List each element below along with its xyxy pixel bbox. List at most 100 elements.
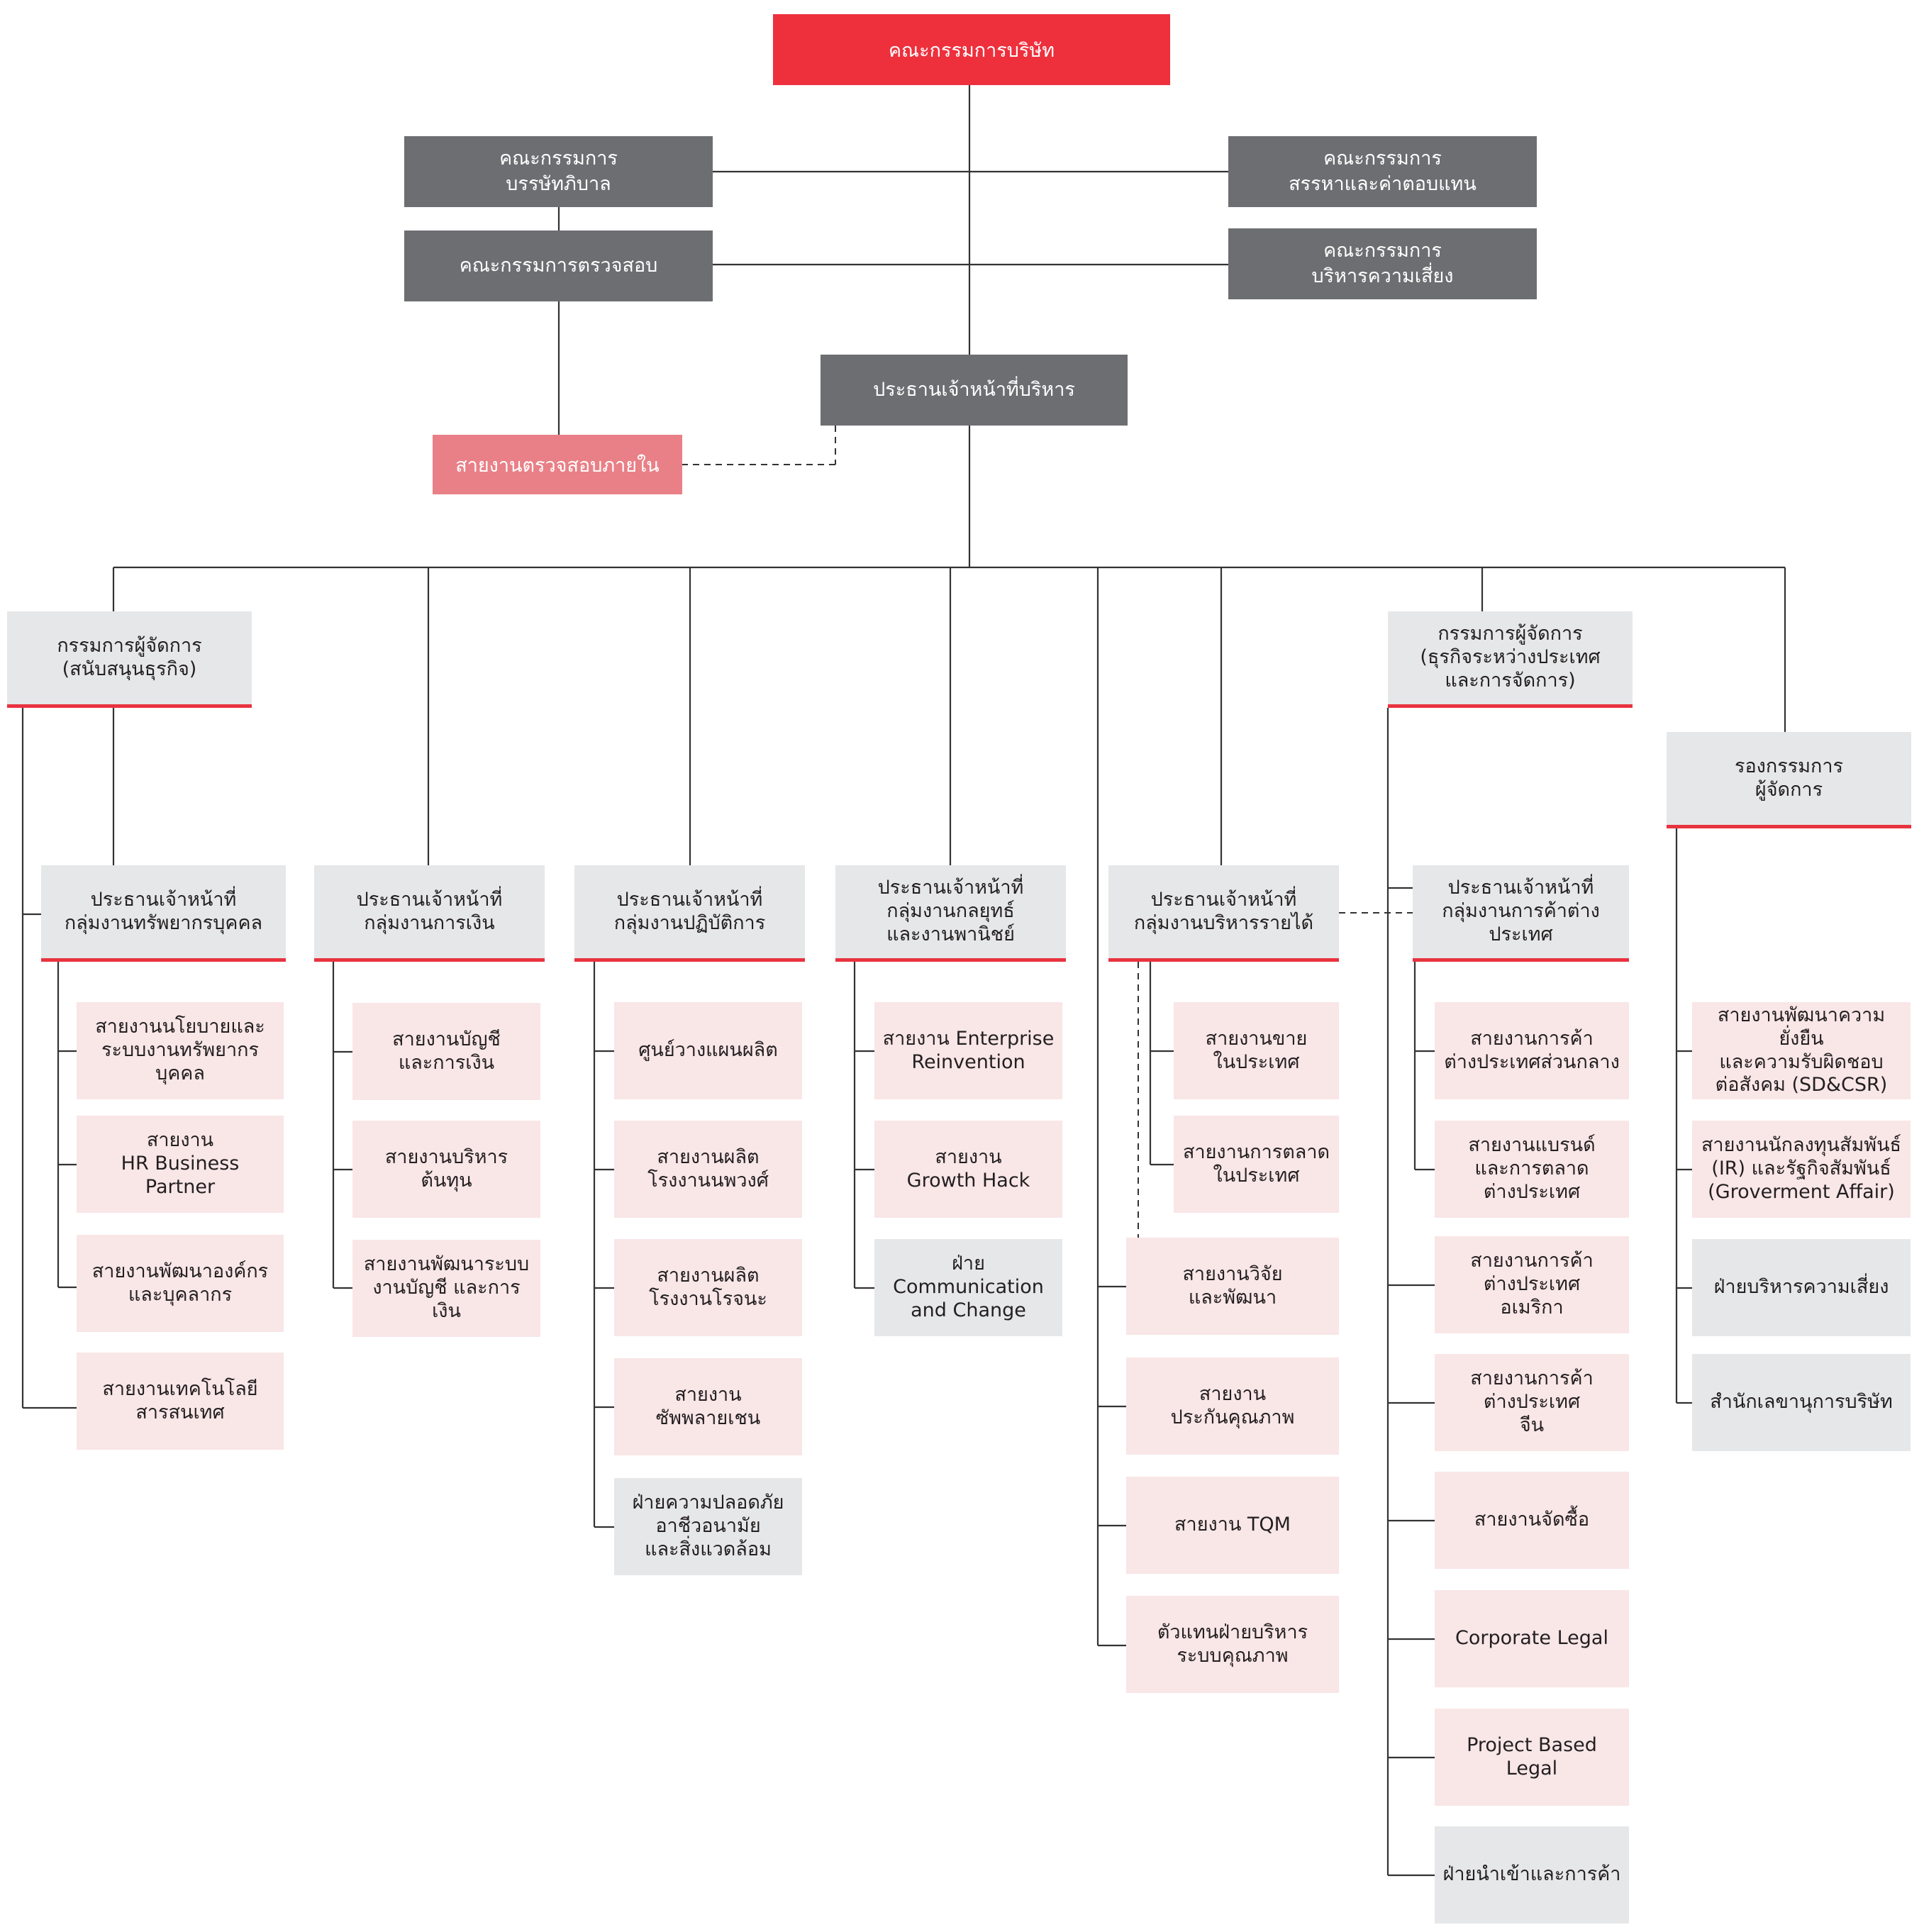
chief-strategy-label: ประธานเจ้าหน้าที่ กลุ่มงานกลยุทธ์ และงาน… — [877, 877, 1024, 945]
risk-committee-box: คณะกรรมการ บริหารความเสี่ยง — [1228, 228, 1537, 299]
chief-operations-box: ประธานเจ้าหน้าที่ กลุ่มงานปฏิบัติการ — [574, 865, 805, 962]
hr-unit: สายงานนโยบายและ ระบบงานทรัพยากรบุคคล — [77, 1002, 284, 1099]
international-unit: Corporate Legal — [1435, 1590, 1629, 1687]
ceo-label: ประธานเจ้าหน้าที่บริหาร — [873, 378, 1075, 401]
strategy-unit-label: ฝ่าย Communication and Change — [893, 1253, 1044, 1321]
audit-committee-label: คณะกรรมการตรวจสอบ — [459, 254, 658, 277]
international-unit: Project Based Legal — [1435, 1709, 1629, 1806]
international-unit-label: ฝ่ายนำเข้าและการค้า — [1442, 1863, 1621, 1886]
chief-hr-box: ประธานเจ้าหน้าที่ กลุ่มงานทรัพยากรบุคคล — [41, 865, 286, 962]
revenue-direct-unit-label: ตัวแทนฝ่ายบริหาร ระบบคุณภาพ — [1157, 1621, 1308, 1667]
risk-committee-label: คณะกรรมการ บริหารความเสี่ยง — [1311, 239, 1454, 287]
deputy-unit-label: สายงานนักลงทุนสัมพันธ์ (IR) และรัฐกิจสัม… — [1701, 1134, 1902, 1203]
international-unit-label: สายงานจัดซื้อ — [1474, 1509, 1590, 1531]
strategy-unit-label: สายงาน Growth Hack — [906, 1145, 1030, 1192]
revenue-direct-unit-label: สายงานวิจัย และพัฒนา — [1182, 1262, 1283, 1309]
md-business-support-label: กรรมการผู้จัดการ (สนับสนุนธุรกิจ) — [57, 634, 202, 680]
international-unit: สายงานการค้า ต่างประเทศ จีน — [1435, 1354, 1629, 1451]
operations-unit-label: ฝ่ายความปลอดภัย อาชีวอนามัย และสิ่งแวดล้… — [632, 1492, 784, 1560]
chief-hr-label: ประธานเจ้าหน้าที่ กลุ่มงานทรัพยากรบุคคล — [64, 888, 263, 934]
deputy-unit: ฝ่ายบริหารความเสี่ยง — [1692, 1239, 1911, 1336]
chief-strategy-box: ประธานเจ้าหน้าที่ กลุ่มงานกลยุทธ์ และงาน… — [835, 865, 1066, 962]
revenue-direct-unit: ตัวแทนฝ่ายบริหาร ระบบคุณภาพ — [1126, 1596, 1339, 1693]
revenue-direct-unit: สายงาน TQM — [1126, 1477, 1339, 1574]
operations-unit-label: สายงานผลิต โรงงานนพวงศ์ — [647, 1145, 769, 1192]
deputy-unit-label: สายงานพัฒนาความยั่งยืน และความรับผิดชอบ … — [1715, 1004, 1888, 1097]
operations-unit: ฝ่ายความปลอดภัย อาชีวอนามัย และสิ่งแวดล้… — [614, 1478, 802, 1575]
hr-unit-label: สายงานนโยบายและ ระบบงานทรัพยากรบุคคล — [95, 1016, 265, 1084]
international-unit: สายงานจัดซื้อ — [1435, 1472, 1629, 1569]
chief-revenue-box: ประธานเจ้าหน้าที่ กลุ่มงานบริหารรายได้ — [1108, 865, 1339, 962]
revenue-unit: สายงานขาย ในประเทศ — [1174, 1002, 1339, 1099]
foreign-trade-unit-label: สายงานการค้า ต่างประเทศส่วนกลาง — [1444, 1027, 1620, 1073]
hr-unit: สายงานพัฒนาองค์กร และบุคลากร — [77, 1235, 284, 1332]
strategy-unit: สายงาน Enterprise Reinvention — [874, 1002, 1062, 1099]
strategy-unit: สายงาน Growth Hack — [874, 1121, 1062, 1218]
chief-finance-label: ประธานเจ้าหน้าที่ กลุ่มงานการเงิน — [356, 888, 503, 934]
internal-audit-box: สายงานตรวจสอบภายใน — [433, 435, 682, 494]
revenue-unit-label: สายงานขาย ในประเทศ — [1205, 1027, 1308, 1073]
operations-unit-label: สายงาน ซัพพลายเชน — [655, 1383, 761, 1429]
international-unit-label: สายงานการค้า ต่างประเทศ อเมริกา — [1470, 1250, 1594, 1318]
finance-unit-label: สายงานบัญชี และการเงิน — [392, 1028, 501, 1074]
international-unit: ฝ่ายนำเข้าและการค้า — [1435, 1826, 1629, 1923]
chief-foreign-trade-label: ประธานเจ้าหน้าที่ กลุ่มงานการค้าต่างประเ… — [1442, 877, 1600, 945]
operations-unit-label: ศูนย์วางแผนผลิต — [638, 1039, 778, 1062]
operations-unit: สายงานผลิต โรงงานนพวงศ์ — [614, 1121, 802, 1218]
international-unit-label: Project Based Legal — [1467, 1733, 1597, 1780]
revenue-unit: สายงานการตลาด ในประเทศ — [1174, 1116, 1339, 1213]
operations-unit: สายงานผลิต โรงงานโรจนะ — [614, 1239, 802, 1336]
chief-revenue-label: ประธานเจ้าหน้าที่ กลุ่มงานบริหารรายได้ — [1133, 888, 1314, 934]
ceo-box: ประธานเจ้าหน้าที่บริหาร — [821, 355, 1128, 426]
internal-audit-label: สายงานตรวจสอบภายใน — [455, 454, 660, 477]
md-business-support-box: กรรมการผู้จัดการ (สนับสนุนธุรกิจ) — [7, 611, 252, 708]
chief-operations-label: ประธานเจ้าหน้าที่ กลุ่มงานปฏิบัติการ — [613, 888, 766, 934]
md-international-box: กรรมการผู้จัดการ (ธุรกิจระหว่างประเทศ แล… — [1388, 611, 1633, 708]
governance-committee-box: คณะกรรมการ บรรษัทภิบาล — [404, 136, 713, 207]
revenue-direct-unit: สายงาน ประกันคุณภาพ — [1126, 1358, 1339, 1455]
international-unit-label: Corporate Legal — [1455, 1627, 1608, 1650]
strategy-unit-label: สายงาน Enterprise Reinvention — [882, 1027, 1055, 1073]
revenue-unit-label: สายงานการตลาด ในประเทศ — [1182, 1140, 1330, 1187]
deputy-unit: สายงานพัฒนาความยั่งยืน และความรับผิดชอบ … — [1692, 1002, 1911, 1099]
finance-unit: สายงานพัฒนาระบบ งานบัญชี และการเงิน — [352, 1240, 540, 1337]
hr-unit-label: สายงาน HR Business Partner — [121, 1129, 240, 1198]
deputy-md-label: รองกรรมการ ผู้จัดการ — [1734, 755, 1844, 801]
deputy-unit-label: สำนักเลขานุการบริษัท — [1710, 1391, 1893, 1414]
operations-unit: สายงาน ซัพพลายเชน — [614, 1358, 802, 1455]
md-international-label: กรรมการผู้จัดการ (ธุรกิจระหว่างประเทศ แล… — [1420, 623, 1601, 692]
revenue-direct-unit-label: สายงาน ประกันคุณภาพ — [1170, 1382, 1295, 1428]
hr-unit: สายงาน HR Business Partner — [77, 1116, 284, 1213]
finance-unit: สายงานบัญชี และการเงิน — [352, 1003, 540, 1100]
governance-committee-label: คณะกรรมการ บรรษัทภิบาล — [499, 147, 618, 195]
foreign-trade-unit-label: สายงานแบรนด์ และการตลาด ต่างประเทศ — [1468, 1134, 1596, 1203]
deputy-md-box: รองกรรมการ ผู้จัดการ — [1667, 732, 1911, 828]
board-label: คณะกรรมการบริษัท — [888, 39, 1055, 62]
strategy-unit: ฝ่าย Communication and Change — [874, 1239, 1062, 1336]
operations-unit: ศูนย์วางแผนผลิต — [614, 1002, 802, 1099]
revenue-direct-unit: สายงานวิจัย และพัฒนา — [1126, 1238, 1339, 1335]
foreign-trade-unit: สายงานการค้า ต่างประเทศส่วนกลาง — [1435, 1002, 1629, 1099]
international-unit: สายงานการค้า ต่างประเทศ อเมริกา — [1435, 1236, 1629, 1333]
revenue-direct-unit-label: สายงาน TQM — [1174, 1514, 1291, 1536]
finance-unit-label: สายงานพัฒนาระบบ งานบัญชี และการเงิน — [363, 1253, 530, 1322]
hr-unit: สายงานเทคโนโลยี สารสนเทศ — [77, 1353, 284, 1450]
foreign-trade-unit: สายงานแบรนด์ และการตลาด ต่างประเทศ — [1435, 1121, 1629, 1218]
deputy-unit: สำนักเลขานุการบริษัท — [1692, 1354, 1911, 1451]
finance-unit-label: สายงานบริหาร ต้นทุน — [384, 1145, 508, 1192]
hr-unit-label: สายงานพัฒนาองค์กร และบุคลากร — [91, 1260, 269, 1306]
deputy-unit-label: ฝ่ายบริหารความเสี่ยง — [1713, 1276, 1889, 1299]
international-unit-label: สายงานการค้า ต่างประเทศ จีน — [1470, 1367, 1594, 1436]
hr-unit-label: สายงานเทคโนโลยี สารสนเทศ — [102, 1377, 258, 1423]
chief-finance-box: ประธานเจ้าหน้าที่ กลุ่มงานการเงิน — [314, 865, 545, 962]
operations-unit-label: สายงานผลิต โรงงานโรจนะ — [649, 1264, 767, 1310]
audit-committee-box: คณะกรรมการตรวจสอบ — [404, 231, 713, 301]
chief-foreign-trade-box: ประธานเจ้าหน้าที่ กลุ่มงานการค้าต่างประเ… — [1413, 865, 1629, 962]
nomination-committee-box: คณะกรรมการ สรรหาและค่าตอบแทน — [1228, 136, 1537, 207]
nomination-committee-label: คณะกรรมการ สรรหาและค่าตอบแทน — [1289, 147, 1477, 195]
finance-unit: สายงานบริหาร ต้นทุน — [352, 1121, 540, 1218]
deputy-unit: สายงานนักลงทุนสัมพันธ์ (IR) และรัฐกิจสัม… — [1692, 1121, 1911, 1218]
board-box: คณะกรรมการบริษัท — [773, 14, 1170, 85]
